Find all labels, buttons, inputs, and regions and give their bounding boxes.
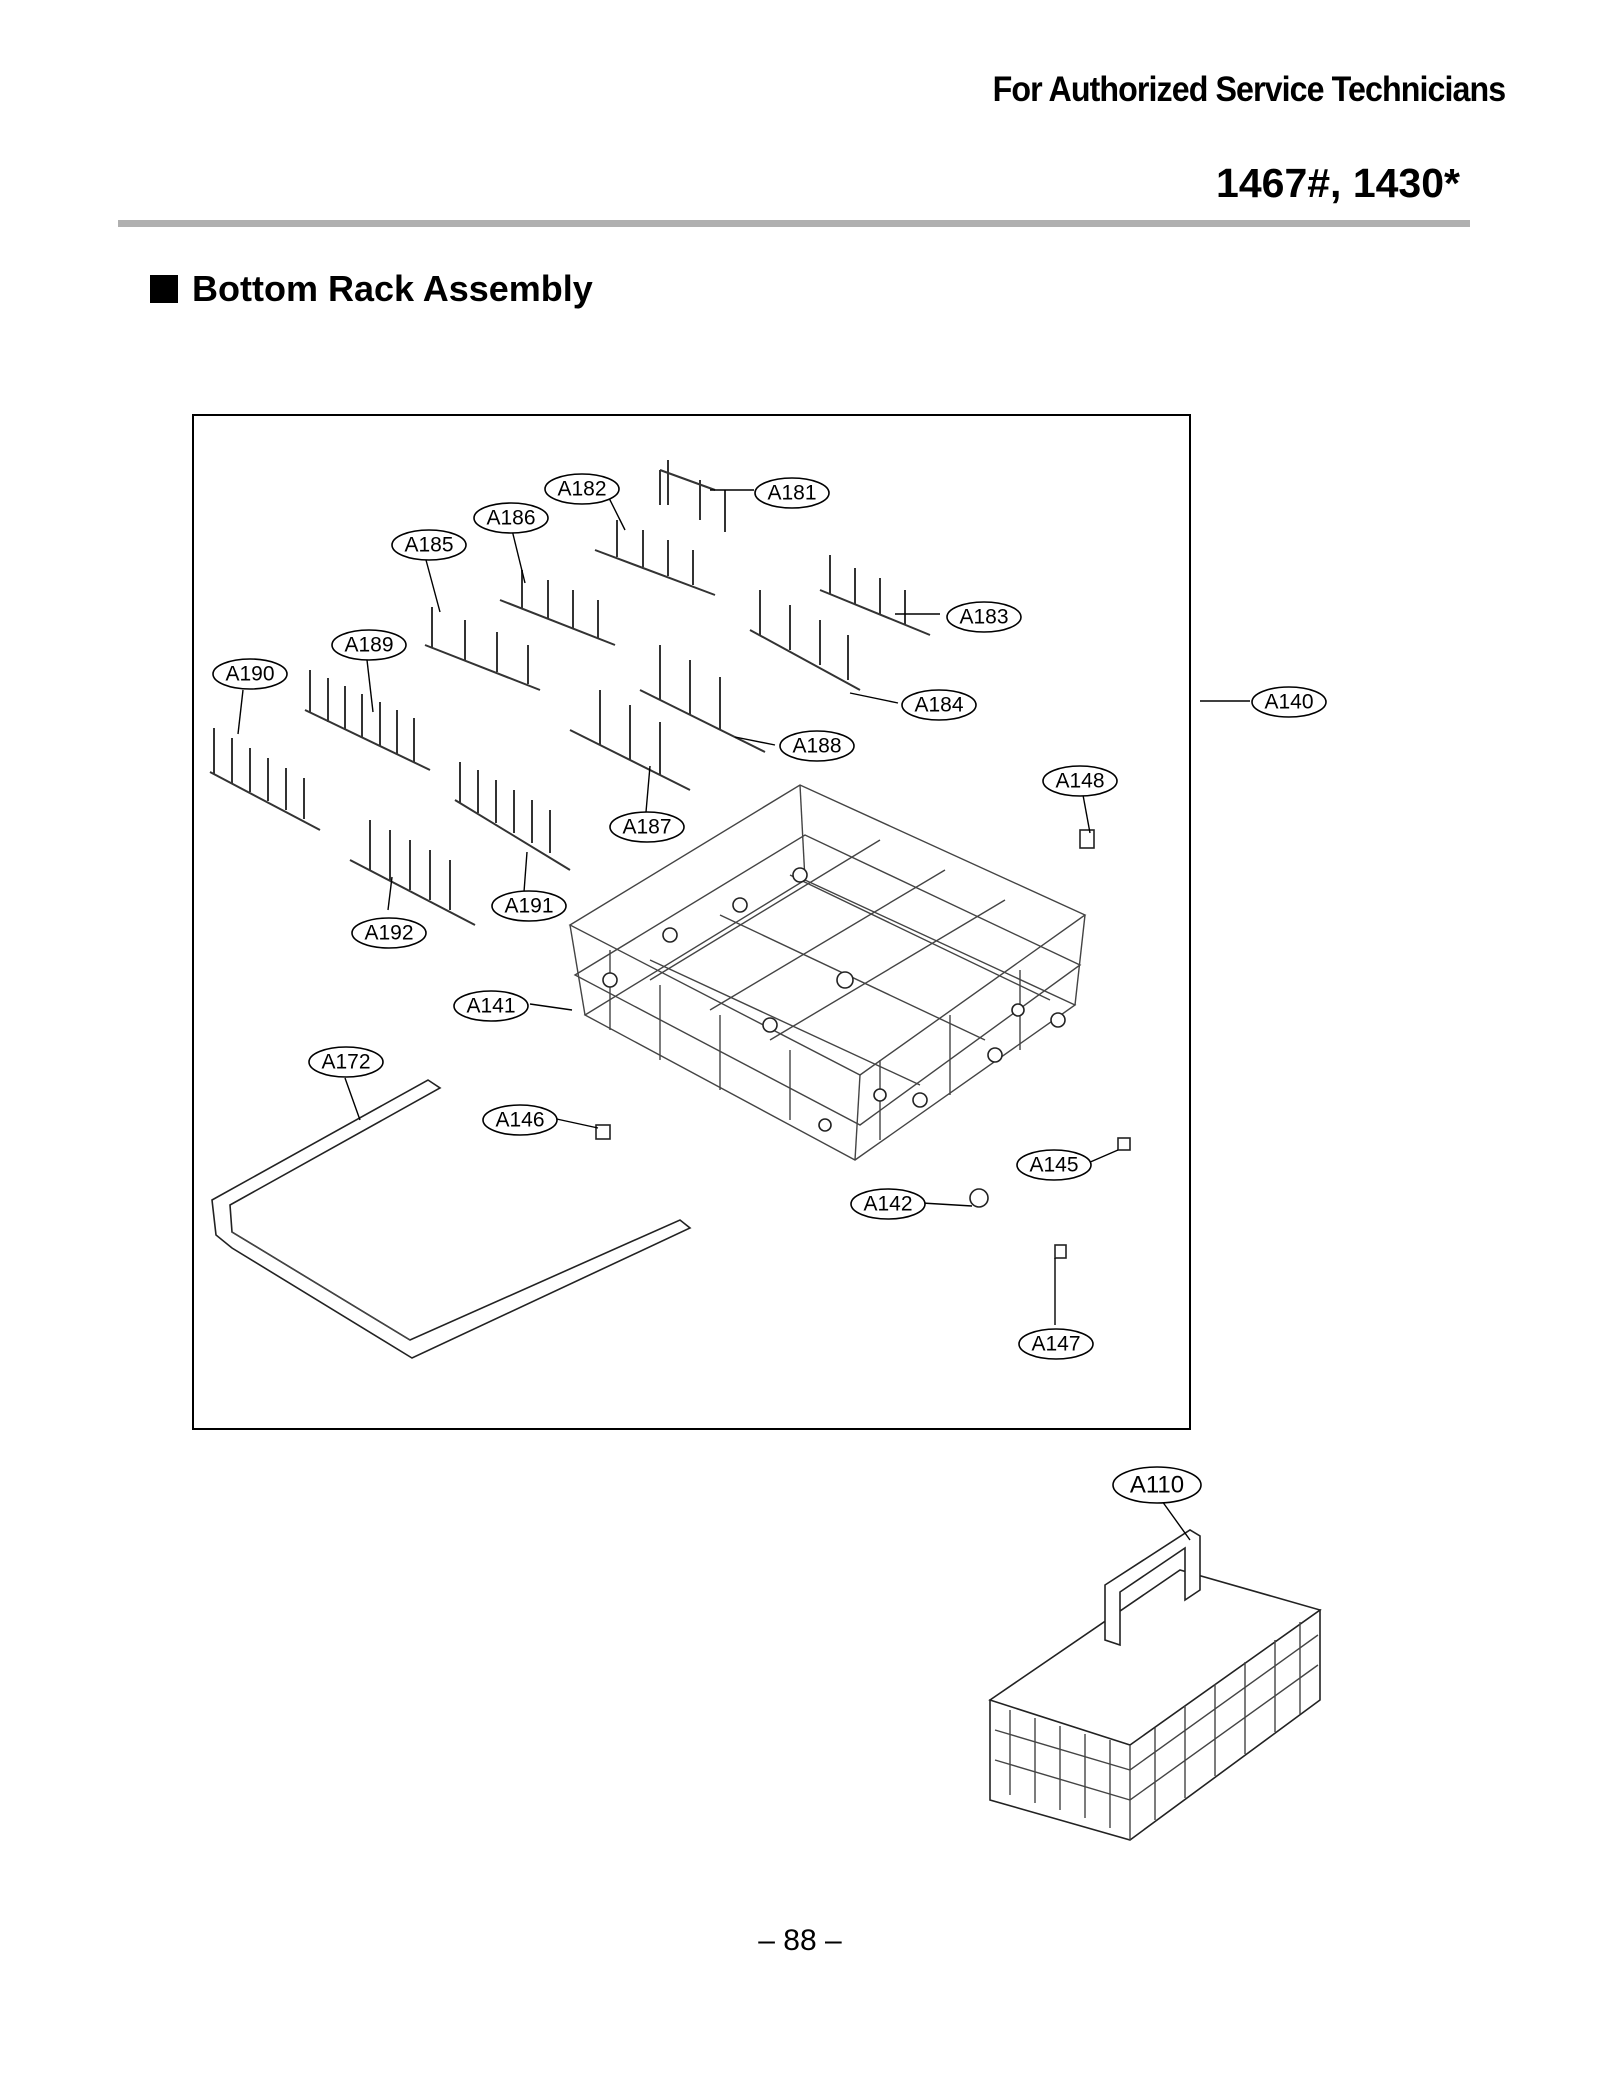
callout-label: A186 <box>486 507 535 530</box>
page-number: – 88 – <box>758 1924 842 1957</box>
callout-label: A184 <box>914 694 963 717</box>
callout-a184: A184 <box>901 689 977 721</box>
callout-label: A147 <box>1031 1333 1080 1356</box>
callout-label: A188 <box>792 735 841 758</box>
part-a148-clip <box>1079 829 1095 849</box>
callout-a189: A189 <box>331 629 407 661</box>
callout-a183: A183 <box>946 601 1022 633</box>
callout-a146: A146 <box>482 1104 558 1136</box>
tine-row-a186 <box>499 570 616 646</box>
tine-row-a188 <box>639 645 766 753</box>
callout-label: A146 <box>495 1109 544 1132</box>
callout-a141: A141 <box>453 990 529 1022</box>
tine-row-a187 <box>569 690 691 791</box>
tine-row-a183 <box>819 555 931 636</box>
callout-a148: A148 <box>1042 765 1118 797</box>
callout-label: A140 <box>1264 691 1313 714</box>
callout-a190: A190 <box>212 658 288 690</box>
header-divider <box>118 220 1470 227</box>
callout-a110: A110 <box>1112 1466 1202 1504</box>
section-title: Bottom Rack Assembly <box>192 268 593 309</box>
tine-row-a185 <box>424 607 541 691</box>
tine-row-a190 <box>209 728 321 831</box>
callout-label: A189 <box>344 634 393 657</box>
callout-label: A191 <box>504 895 553 918</box>
callout-label: A192 <box>364 922 413 945</box>
callout-a140: A140 <box>1251 686 1327 718</box>
callout-label: A141 <box>466 995 515 1018</box>
callout-label: A142 <box>863 1193 912 1216</box>
section-heading: Bottom Rack Assembly <box>150 268 593 310</box>
callout-label: A187 <box>622 816 671 839</box>
callout-a188: A188 <box>779 730 855 762</box>
callout-a145: A145 <box>1016 1149 1092 1181</box>
callout-a147: A147 <box>1018 1328 1094 1360</box>
callout-label: A190 <box>225 663 274 686</box>
tine-row-a182 <box>594 460 726 596</box>
callout-a191: A191 <box>491 890 567 922</box>
part-a142-wheel <box>969 1188 989 1208</box>
part-a146-clip <box>595 1124 611 1140</box>
callout-a186: A186 <box>473 502 549 534</box>
callout-label: A182 <box>557 478 606 501</box>
callout-a142: A142 <box>850 1188 926 1220</box>
tine-row-a192 <box>349 820 476 926</box>
tine-row-a191 <box>454 762 571 871</box>
leader-lines <box>237 489 1250 1541</box>
callout-label: A110 <box>1130 1472 1184 1499</box>
part-a145-clip <box>1117 1137 1131 1151</box>
bottom-rack-basket <box>568 784 1087 1161</box>
tine-row-a184 <box>749 590 861 691</box>
callout-a181: A181 <box>754 477 830 509</box>
square-bullet-icon <box>150 275 178 303</box>
callout-label: A185 <box>404 534 453 557</box>
callout-label: A148 <box>1055 770 1104 793</box>
silverware-basket-a110 <box>988 1529 1322 1841</box>
tine-row-a189 <box>304 670 431 771</box>
callout-a182: A182 <box>544 473 620 505</box>
bumper-rail-a172 <box>211 1079 692 1359</box>
callout-label: A181 <box>767 482 816 505</box>
callout-a172: A172 <box>308 1046 384 1078</box>
diagram-frame <box>192 414 1191 1430</box>
callout-a185: A185 <box>391 529 467 561</box>
callout-label: A183 <box>959 606 1008 629</box>
callout-a187: A187 <box>609 811 685 843</box>
callout-a192: A192 <box>351 917 427 949</box>
header-title: For Authorized Service Technicians <box>992 70 1506 109</box>
part-a147-clip <box>1054 1244 1067 1259</box>
model-numbers: 1467#, 1430* <box>1216 160 1460 206</box>
callout-label: A145 <box>1029 1154 1078 1177</box>
callout-label: A172 <box>321 1051 370 1074</box>
